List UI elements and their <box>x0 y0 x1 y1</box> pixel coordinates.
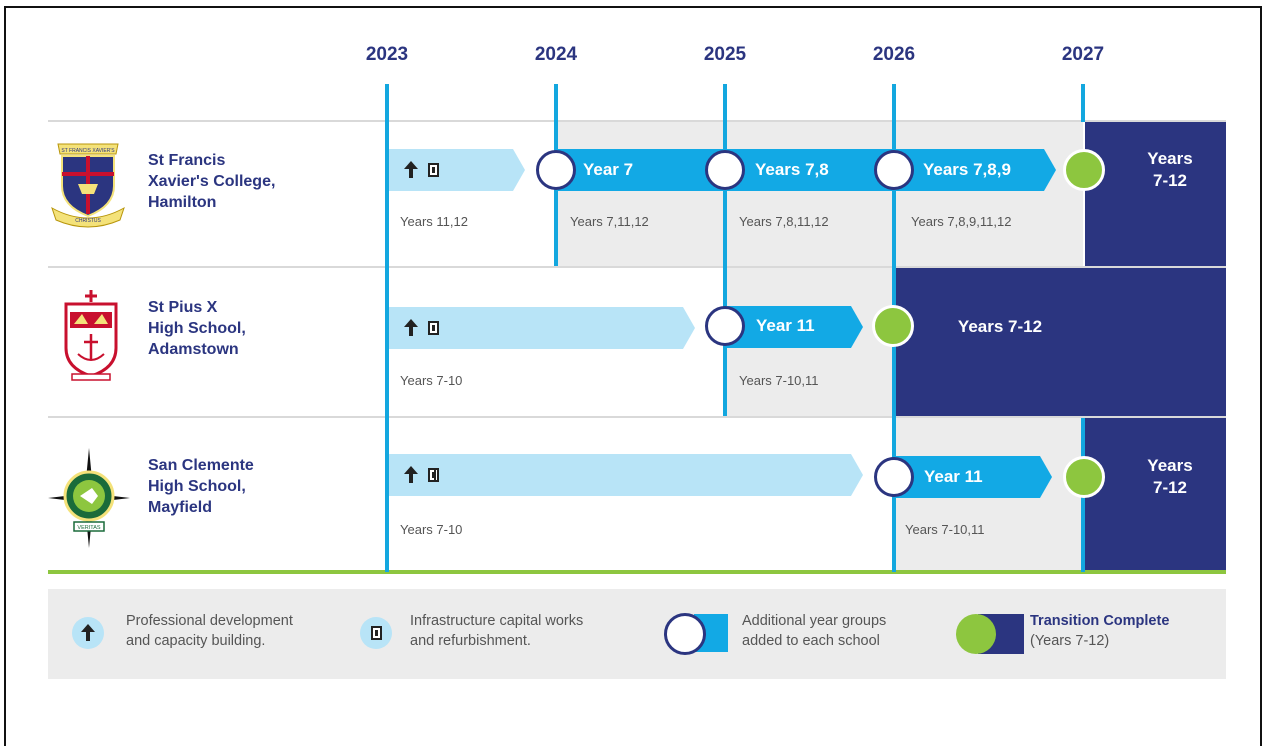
school-name-line: Xavier's College, <box>148 173 276 190</box>
complete-line: Years <box>1147 456 1193 475</box>
legend-complete-sub: (Years 7-12) <box>1030 633 1110 649</box>
legend-added-text: Additional year groups added to each sch… <box>742 611 886 651</box>
row2-sub-2025: Years 7-10,11 <box>739 373 819 388</box>
row1-complete-label: Years 7-12 <box>1130 148 1210 192</box>
legend-line: Professional development <box>126 613 293 629</box>
row3-stage-arrow <box>894 456 1052 498</box>
row1-sub-2025: Years 7,8,11,12 <box>739 214 829 229</box>
green-dot-icon <box>872 305 914 347</box>
year-label-2027: 2027 <box>1061 44 1105 65</box>
row3-complete-label: Years 7-12 <box>1130 455 1210 499</box>
green-dot-icon <box>1063 456 1105 498</box>
legend-pd-text: Professional development and capacity bu… <box>126 611 293 651</box>
door-icon <box>428 163 439 177</box>
school-name-line: San Clemente <box>148 457 254 474</box>
legend-line: and refurbishment. <box>410 633 531 649</box>
year-label-2024: 2024 <box>534 44 578 65</box>
complete-line: Years <box>1147 149 1193 168</box>
row3-icons <box>404 466 439 484</box>
school-name-line: St Pius X <box>148 299 218 316</box>
row2-stage-year11: Year 11 <box>756 316 815 335</box>
legend-line: Infrastructure capital works <box>410 613 584 629</box>
year-label-2025: 2025 <box>703 44 747 65</box>
ring-icon <box>664 613 706 655</box>
year-line-2025 <box>723 84 727 416</box>
school-name-line: High School, <box>148 478 246 495</box>
row1-icons <box>404 161 439 179</box>
ring-icon <box>536 150 576 190</box>
complete-line: 7-12 <box>1152 171 1188 190</box>
sfx-logo-top-text: ST FRANCIS XAVIER'S <box>61 148 115 154</box>
st-pius-x-logo <box>64 290 118 381</box>
row1-stage-years78: Years 7,8 <box>755 160 829 179</box>
ring-icon <box>874 457 914 497</box>
row1-stage-year7: Year 7 <box>583 160 634 179</box>
legend-infra-icon <box>360 617 392 649</box>
row3-stage-year11: Year 11 <box>924 467 983 486</box>
complete-line: Years 7-12 <box>957 317 1043 336</box>
legend-line: added to each school <box>742 633 880 649</box>
up-arrow-icon <box>404 161 418 179</box>
row2-pre-arrow <box>389 307 695 349</box>
row1-sub-2026: Years 7,8,9,11,12 <box>911 214 1012 229</box>
door-icon <box>428 321 439 335</box>
school-name-line: Mayfield <box>148 499 213 516</box>
legend-infra-text: Infrastructure capital works and refurbi… <box>410 611 583 651</box>
row2-sub-2023: Years 7-10 <box>400 373 463 388</box>
row1-sub-2023: Years 11,12 <box>400 214 468 229</box>
school-name-san-clemente: San Clemente High School, Mayfield <box>148 455 348 518</box>
row2-stage-arrow <box>725 306 863 348</box>
row3-sub-2026: Years 7-10,11 <box>905 522 985 537</box>
row2-icons <box>404 319 439 337</box>
year-line-2023 <box>385 84 389 572</box>
up-arrow-icon <box>404 466 418 484</box>
row3-complete-band <box>1085 418 1226 570</box>
row3-pre-arrow <box>389 454 863 496</box>
up-arrow-icon <box>81 624 95 642</box>
row2-complete-band <box>893 268 1226 416</box>
green-dot-icon <box>956 614 996 654</box>
legend-line: and capacity building. <box>126 633 266 649</box>
row1-stage-arrow <box>556 149 1056 191</box>
up-arrow-icon <box>404 319 418 337</box>
year-label-2023: 2023 <box>365 44 409 65</box>
san-clemente-logo-text: VERITAS <box>77 525 100 531</box>
page-frame <box>4 6 1262 746</box>
school-name-line: St Francis <box>148 152 226 169</box>
school-name-sfx: St Francis Xavier's College, Hamilton <box>148 150 348 213</box>
legend-complete-text: Transition Complete (Years 7-12) <box>1030 611 1169 651</box>
san-clemente-logo: VERITAS <box>48 448 130 548</box>
row2-complete-label: Years 7-12 <box>935 316 1065 338</box>
year-label-2026: 2026 <box>872 44 916 65</box>
timeline-bottom-line <box>48 570 1226 574</box>
row-separator-2 <box>48 416 1226 418</box>
row1-sub-2024: Years 7,11,12 <box>570 214 649 229</box>
year-line-2027 <box>1081 84 1085 122</box>
legend-complete-title: Transition Complete <box>1030 613 1170 629</box>
door-icon <box>370 626 382 640</box>
ring-icon <box>705 150 745 190</box>
legend-pd-icon <box>72 617 104 649</box>
school-name-line: Hamilton <box>148 194 217 211</box>
sfx-logo-bottom-text: CHRISTUS <box>75 218 101 224</box>
ring-icon <box>705 306 745 346</box>
st-francis-xavier-logo: ST FRANCIS XAVIER'S CHRISTUS <box>51 143 125 228</box>
row-separator-1 <box>48 266 1226 268</box>
door-icon <box>428 468 439 482</box>
row1-stage-years789: Years 7,8,9 <box>923 160 1011 179</box>
legend-line: Additional year groups <box>742 613 887 629</box>
school-name-st-pius: St Pius X High School, Adamstown <box>148 297 348 360</box>
legend-panel: Professional development and capacity bu… <box>48 589 1226 679</box>
green-dot-icon <box>1063 149 1105 191</box>
ring-icon <box>874 150 914 190</box>
school-name-line: High School, <box>148 320 246 337</box>
row1-complete-band <box>1085 122 1226 266</box>
row3-sub-2023: Years 7-10 <box>400 522 463 537</box>
row1-grey-band <box>555 122 1083 266</box>
school-name-line: Adamstown <box>148 341 239 358</box>
row-separator-top <box>48 120 1226 122</box>
complete-line: 7-12 <box>1152 478 1188 497</box>
